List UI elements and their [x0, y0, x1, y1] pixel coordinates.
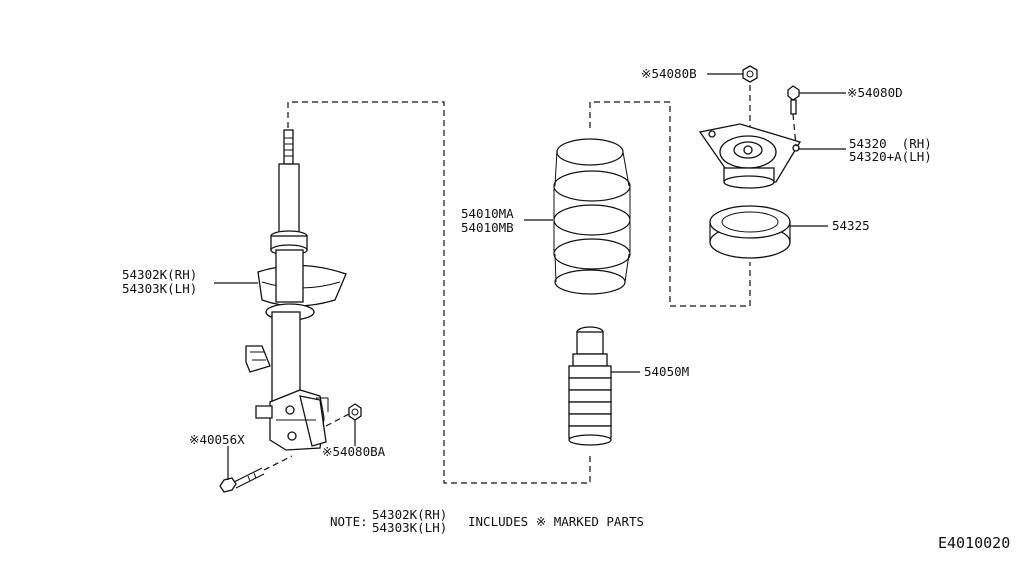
- note-line1: 54302K(RH): [372, 507, 447, 522]
- nut-54080ba: [325, 403, 362, 427]
- label-54050m: 54050M: [644, 364, 689, 379]
- label-54080b: ※54080B: [641, 66, 697, 81]
- note-line2: 54303K(LH): [372, 520, 447, 535]
- diagram-code: E4010020: [938, 534, 1010, 552]
- bolt-54080d: [787, 85, 800, 147]
- label-54010ma: 54010MA: [461, 206, 514, 221]
- label-54303k: 54303K(LH): [122, 281, 197, 296]
- label-54320a-lh: 54320+A(LH): [849, 149, 932, 164]
- label-54325: 54325: [832, 218, 870, 233]
- label-54010mb: 54010MB: [461, 220, 514, 235]
- note-suffix: INCLUDES ※ MARKED PARTS: [468, 514, 644, 529]
- strut-assembly: [245, 129, 347, 451]
- bolt-40056x: [219, 455, 293, 493]
- assembly-dashed-lines: [287, 85, 751, 484]
- label-54320-rh: 54320 (RH): [849, 136, 932, 151]
- note-prefix: NOTE:: [330, 514, 368, 529]
- nut-54080b: [742, 65, 758, 83]
- coil-spring: [553, 138, 631, 295]
- note: NOTE: 54302K(RH) 54303K(LH) INCLUDES ※ M…: [330, 507, 644, 535]
- mounting-insulator: [698, 123, 801, 189]
- leader-lines: [214, 73, 846, 480]
- label-54302k: 54302K(RH): [122, 267, 197, 282]
- bound-bumper: [568, 326, 612, 446]
- label-54080ba: ※54080BA: [322, 444, 386, 459]
- bearing-54325: [709, 205, 791, 259]
- label-54080d: ※54080D: [847, 85, 903, 100]
- label-40056x: ※40056X: [189, 432, 245, 447]
